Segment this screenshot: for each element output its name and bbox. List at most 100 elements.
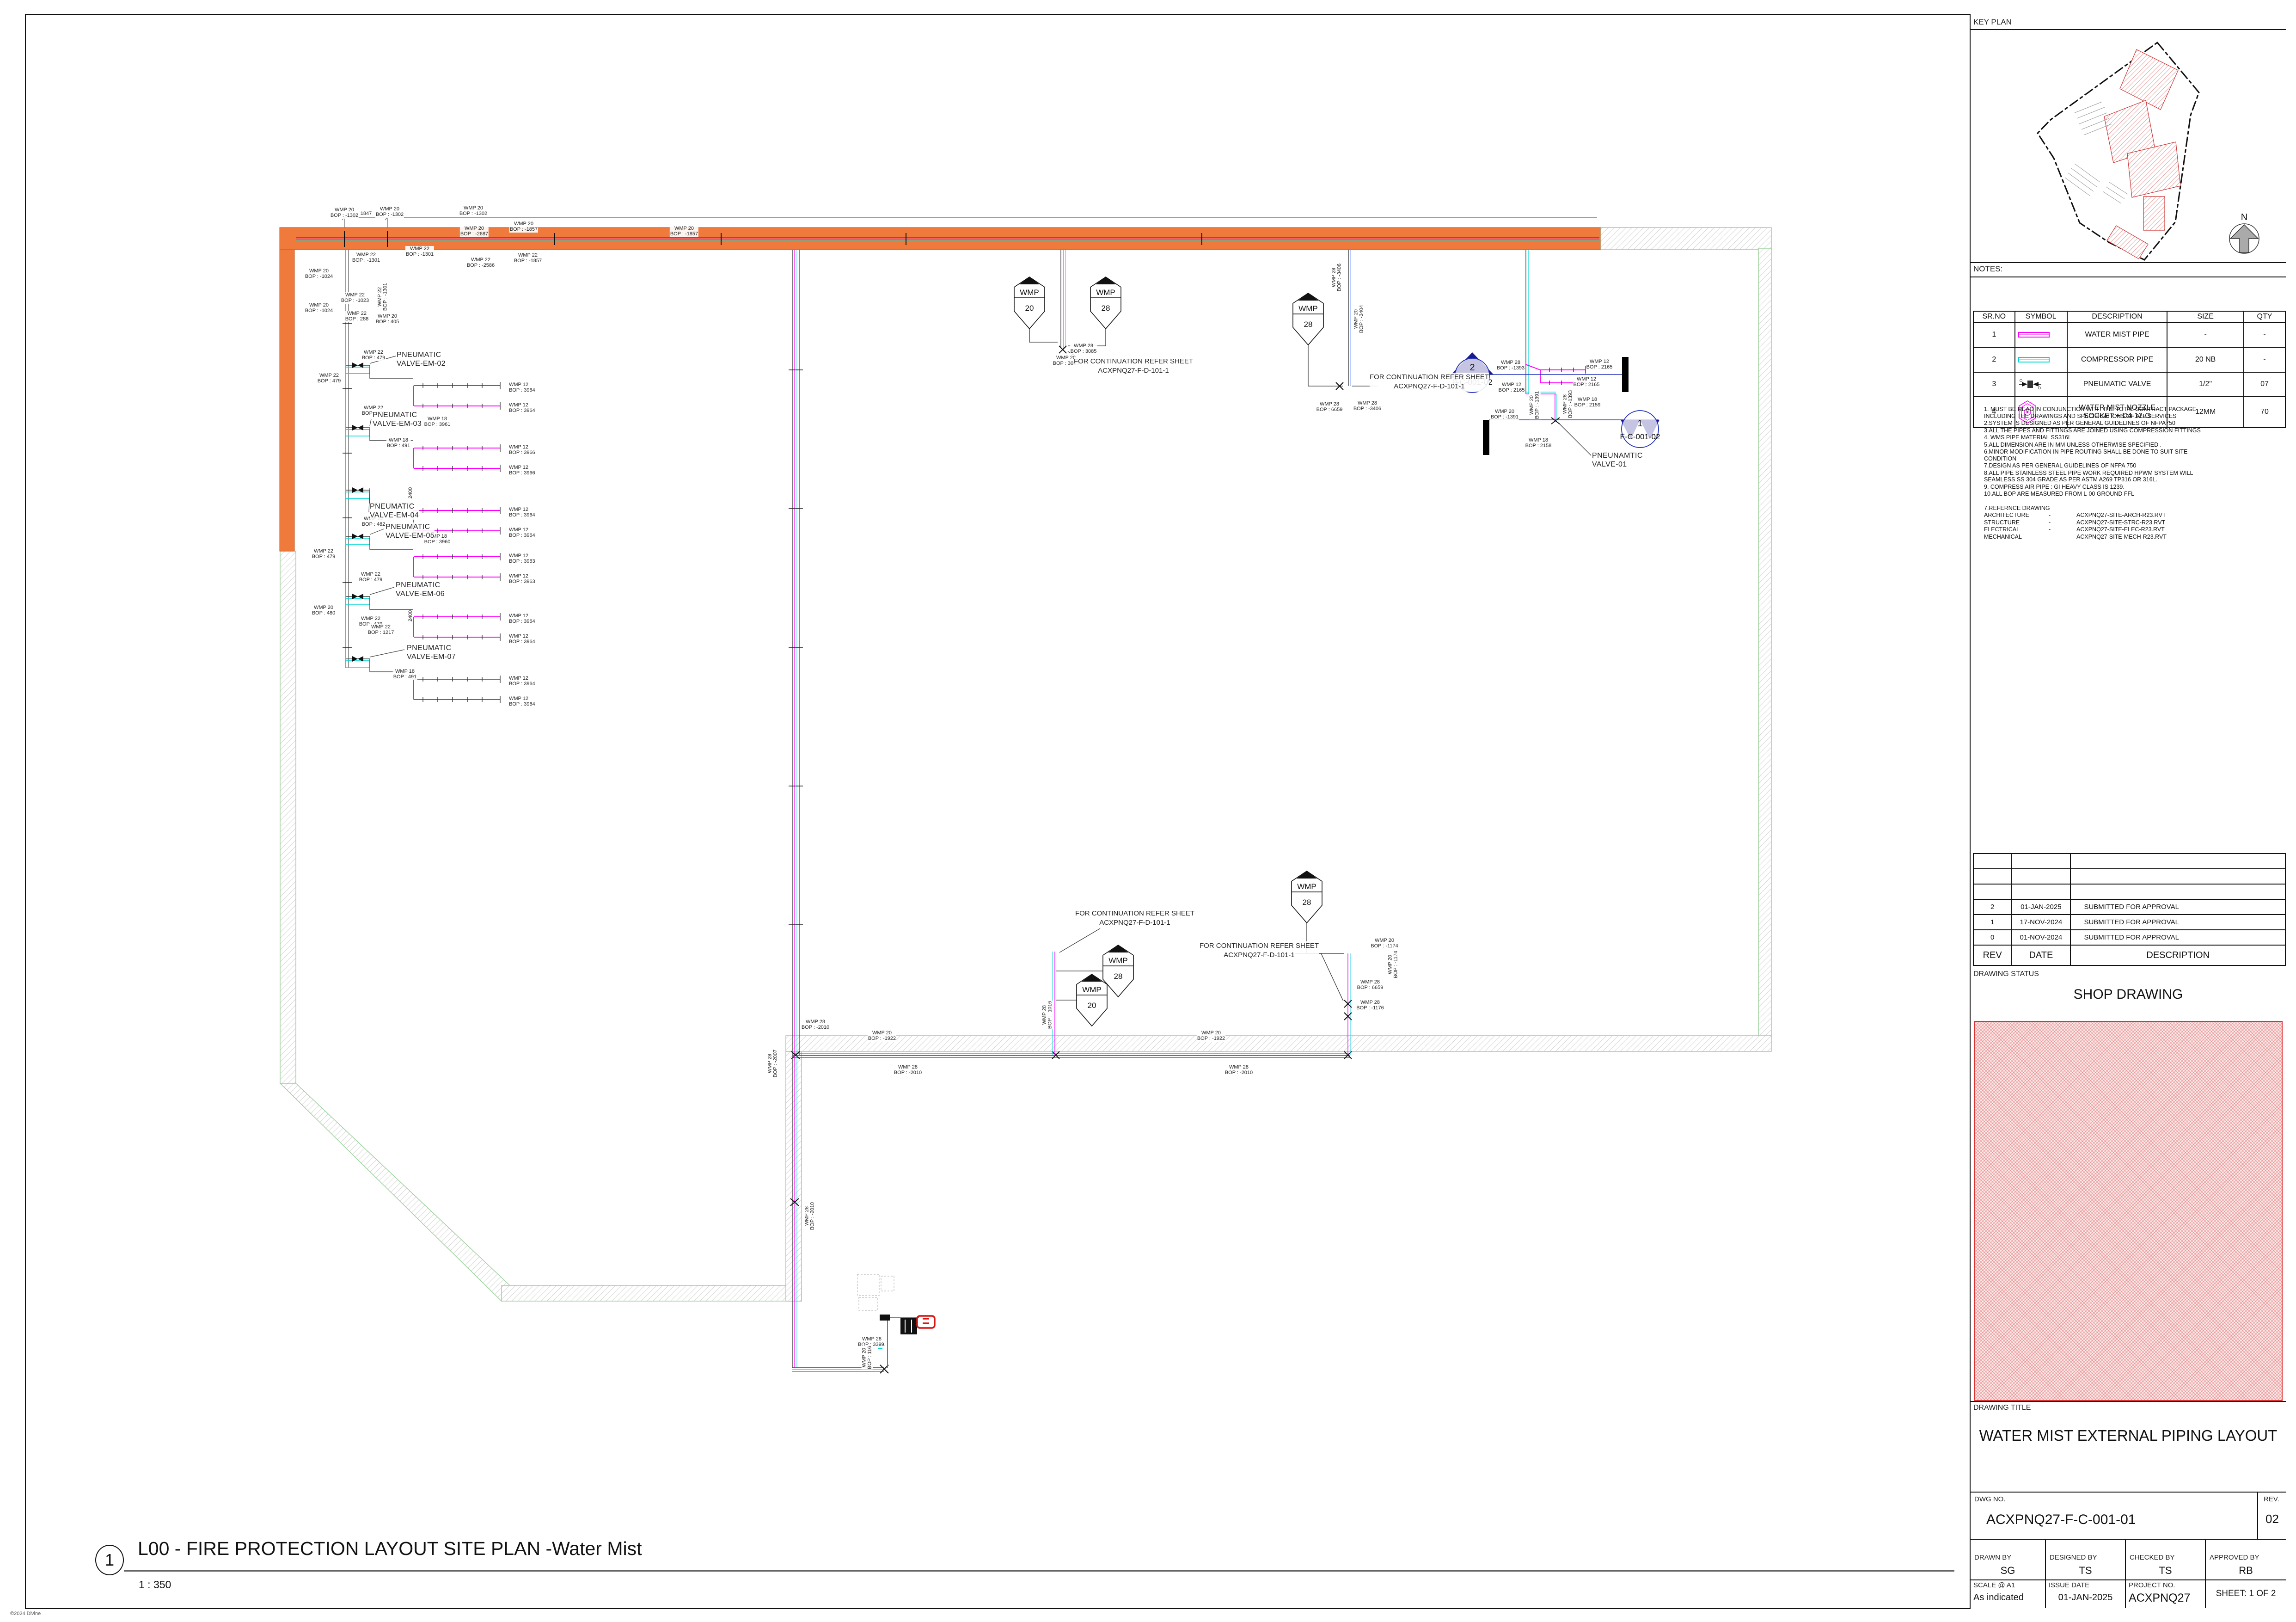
pneumatic-valve-symbol — [2019, 379, 2041, 389]
pipe-label: WMP 12 BOP : 3964 — [508, 696, 536, 707]
svg-text:WMP: WMP — [1020, 288, 1039, 297]
pipe-label: WMP 12 BOP : 2165 — [1498, 382, 1525, 393]
checked-by-cell: CHECKED BY TS — [2126, 1539, 2206, 1579]
valve-group-em-04 — [345, 487, 501, 535]
svg-text:WMP: WMP — [1297, 882, 1316, 891]
pipe-label: WMP 12 BOP : 3966 — [508, 465, 536, 476]
svg-text:WMP: WMP — [1096, 288, 1115, 297]
svg-text:F-C-001-02: F-C-001-02 — [1620, 432, 1660, 441]
sheet-border — [25, 14, 2285, 1609]
pipe-label: WMP 12 BOP : 3964 — [508, 676, 536, 687]
notes-header: NOTES: — [1973, 264, 2003, 273]
pipe-label: WMP 28 BOP : -2010 — [1224, 1064, 1254, 1076]
pipe-label: WMP 22 BOP : -1301 — [405, 246, 435, 258]
pipe-label: WMP 12 BOP : 3963 — [508, 573, 536, 585]
reference-row: MECHANICAL-ACXPNQ27-SITE-MECH-R23.RVT — [1984, 533, 2167, 540]
valve-group-em-07 — [345, 649, 501, 703]
viewport-scale: 1 : 350 — [139, 1579, 171, 1591]
north-arrow: N — [2229, 212, 2259, 254]
bottom-run — [791, 923, 1352, 1059]
legend-row: 1 WATER MIST PIPE-- — [1973, 322, 2286, 348]
svg-text:28: 28 — [1304, 320, 1313, 329]
pipe-label: WMP 12 BOP : 3966 — [508, 444, 536, 456]
pipe-label: WMP 28 BOP : 6659 — [1316, 401, 1343, 413]
pipe-label: WMP 22 BOP : 479 — [361, 350, 386, 361]
pipe-label: WMP 22 BOP : -2586 — [466, 257, 496, 269]
viewport-number: 1 — [104, 1550, 115, 1569]
svg-text:1: 1 — [1637, 418, 1642, 429]
key-plan-parking — [2064, 101, 2128, 204]
reference-heading: 7.REFERNCE DRAWING — [1984, 504, 2050, 511]
building-walls — [279, 227, 1772, 1302]
pipe-label: WMP 12 BOP : 3964 — [508, 382, 536, 393]
key-plan-buildings — [2104, 49, 2181, 259]
pipe-label: WMP 22 BOP : -1023 — [340, 292, 370, 304]
pipe-label: WMP 22 BOP : 479 — [317, 373, 342, 384]
pipe-label: WMP 20 BOP : -1024 — [304, 268, 334, 280]
svg-text:28: 28 — [1303, 898, 1311, 907]
wmp-tag-20a: WMP 20 — [1014, 276, 1045, 330]
svg-text:28: 28 — [1102, 304, 1110, 313]
reference-row: STRUCTURE-ACXPNQ27-SITE-STRC-R23.RVT — [1984, 519, 2166, 526]
pipe-label: WMP 28 BOP : -3406 — [1353, 400, 1382, 412]
sheet-no-cell: SHEET: 1 OF 2 — [2216, 1589, 2276, 1598]
drawn-by-cell: DRAWN BY SG — [1971, 1539, 2046, 1579]
pipe-label: WMP 20 BOP : -1024 — [304, 302, 334, 314]
svg-text:20: 20 — [1025, 304, 1034, 313]
rev-cell: REV. 02 — [2264, 1495, 2279, 1526]
orange-highlight-wall — [279, 227, 1601, 552]
key-plan-map: N — [2037, 41, 2259, 261]
drawing-status-label: DRAWING STATUS — [1973, 970, 2039, 978]
pipe-label: WMP 20 BOP : -1922 — [1196, 1030, 1226, 1042]
pipe-label: WMP 18 BOP : 2159 — [1574, 397, 1601, 408]
viewport-title-underline — [124, 1570, 1954, 1572]
pipe-label: WMP 18 BOP : 2158 — [1525, 437, 1552, 449]
reference-row: ARCHITECTURE-ACXPNQ27-SITE-ARCH-R23.RVT — [1984, 512, 2166, 518]
section-marker-1: 1 F-C-001-02 — [1620, 410, 1660, 448]
pipe-label: WMP 20 BOP : -1174 — [1370, 938, 1399, 949]
key-plan-header: KEY PLAN — [1973, 18, 2012, 26]
pipe-label: WMP 20 BOP : -1857 — [509, 221, 539, 233]
issue-date-cell: ISSUE DATE 01-JAN-2025 — [2046, 1579, 2126, 1608]
pipe-label: WMP 18 BOP : 491 — [392, 669, 417, 680]
svg-text:20: 20 — [1088, 1001, 1096, 1010]
pipe-label: WMP 28 BOP : 3085 — [1070, 343, 1097, 355]
right-drop — [1308, 250, 1378, 390]
pipe-label: WMP 12 BOP : 3963 — [508, 553, 536, 565]
site-outline — [2037, 41, 2200, 261]
pipe-label: WMP 20 BOP : 480 — [311, 605, 336, 616]
drawing-title-label: DRAWING TITLE — [1973, 1404, 2031, 1412]
pipe-label: WMP 20 BOP : -1302 — [375, 206, 404, 218]
pipe-label: WMP 28 BOP : -1176 — [1356, 1000, 1384, 1011]
pipe-label: WMP 28 BOP : -1393 — [1496, 360, 1525, 371]
pipe-label: WMP 20 BOP : -1391 — [1490, 409, 1519, 420]
svg-text:WMP: WMP — [1298, 304, 1318, 313]
pipe-label: WMP 20 BOP : -1857 — [669, 226, 699, 237]
revision-empty-row — [1972, 884, 2286, 900]
scale-cell: SCALE @ A1 As indicated — [1971, 1579, 2046, 1608]
pipe-label: WMP 20 BOP : -2687 — [459, 226, 489, 237]
viewport-title: L00 - FIRE PROTECTION LAYOUT SITE PLAN -… — [138, 1538, 642, 1559]
pipe-label: WMP 12 BOP : 2165 — [1573, 376, 1600, 388]
pipe-label: WMP 22 BOP : 1217 — [367, 624, 395, 636]
pipe-label: WMP 22 BOP : 288 — [344, 311, 369, 322]
general-notes: 1. MUST BE READ IN CONJUNCTION WITH THE … — [1984, 406, 2205, 541]
pipe-label: WMP 28 BOP : 6659 — [1356, 979, 1384, 991]
wmp-tag-28c: WMP 28 — [1291, 871, 1322, 924]
pipe-label: WMP 18 BOP : 3961 — [423, 416, 451, 428]
